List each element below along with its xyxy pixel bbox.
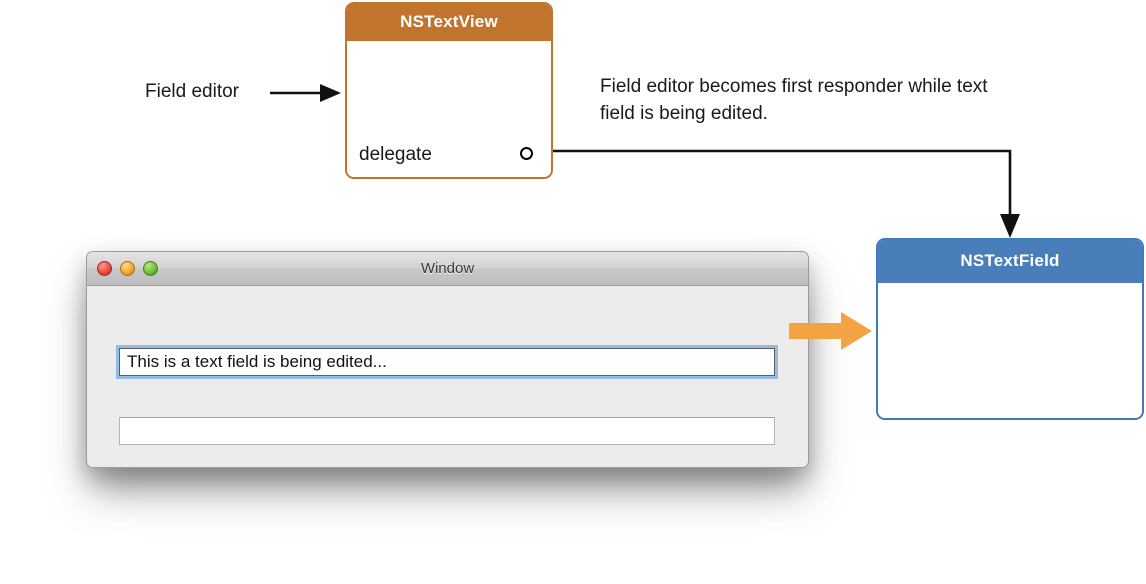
outlet-socket-circle-icon[interactable] (520, 147, 533, 160)
first-responder-note: Field editor becomes first responder whi… (600, 76, 988, 124)
window-title: Window (420, 260, 475, 277)
nstextfield-node[interactable]: NSTextField (876, 238, 1144, 420)
traffic-light-close-icon[interactable] (97, 261, 112, 276)
field-editor-pointer-arrow (270, 84, 341, 102)
focused-text-field[interactable]: This is a text field is being edited... (119, 348, 775, 376)
secondary-text-field[interactable] (119, 417, 775, 445)
nstextview-body: delegate (347, 41, 551, 177)
mac-window[interactable]: Window This is a text field is being edi… (86, 251, 809, 468)
traffic-light-group (97, 261, 158, 276)
delegate-outlet-label: delegate (359, 144, 432, 165)
nstextfield-title: NSTextField (878, 240, 1142, 283)
delegate-to-textfield-connector (527, 149, 1020, 238)
arrow-down-icon (1000, 214, 1020, 238)
traffic-light-minimize-icon[interactable] (120, 261, 135, 276)
window-titlebar[interactable]: Window (87, 252, 808, 286)
nstextview-title: NSTextView (347, 4, 551, 41)
window-content-area: This is a text field is being edited... (87, 286, 808, 467)
block-arrow-right-icon (789, 312, 872, 350)
nstextview-node[interactable]: NSTextView delegate (345, 2, 553, 179)
traffic-light-zoom-icon[interactable] (143, 261, 158, 276)
delegate-outlet-row[interactable]: delegate (347, 142, 551, 168)
field-editor-callout-label: Field editor (145, 81, 239, 102)
nstextfield-body (878, 283, 1142, 418)
